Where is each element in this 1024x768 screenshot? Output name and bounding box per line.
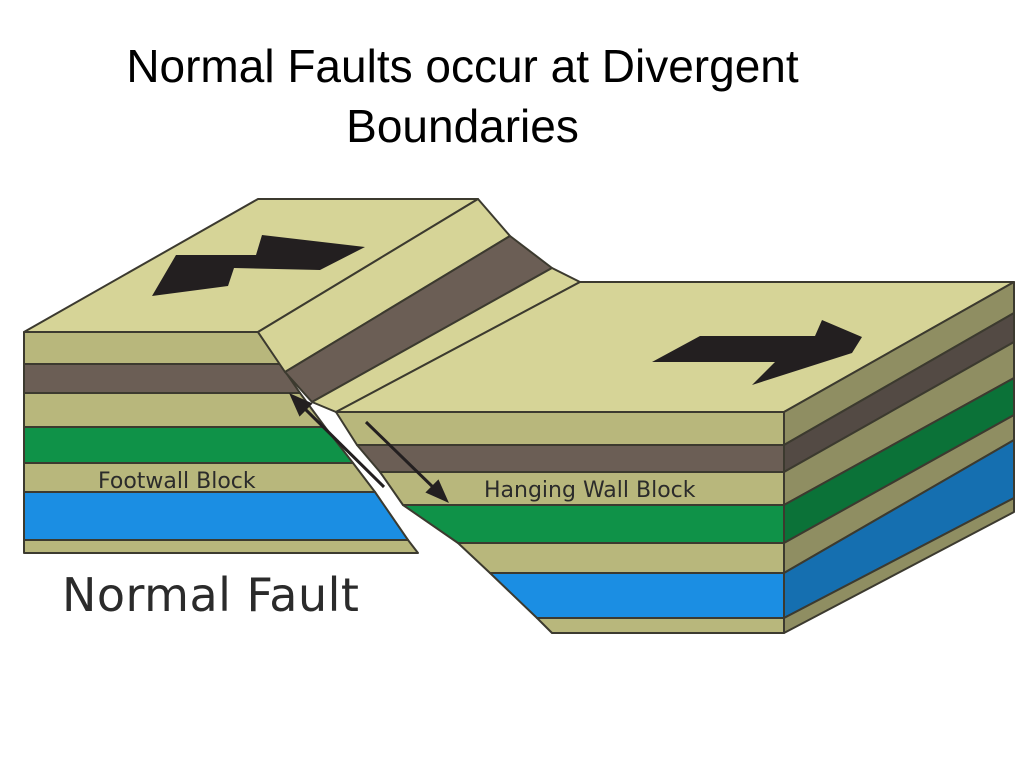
footwall-block-label: Footwall Block (98, 469, 256, 494)
slide-title-line-1: Normal Faults occur at Divergent (126, 40, 799, 92)
slip-arrow-up-line (298, 402, 386, 489)
hanging-layer-tan-4 (536, 617, 785, 634)
motion-arrow-right-icon (652, 320, 862, 385)
hanging-layer-blue (489, 572, 785, 619)
motion-arrow-left-icon (152, 235, 365, 296)
footwall-layer-blue (23, 491, 409, 541)
hanging-layer-gray (356, 444, 785, 473)
slip-arrow-down-icon (425, 479, 449, 503)
slide-title-line-2: Boundaries (346, 100, 579, 152)
hanging-layer-tan-1 (335, 411, 785, 446)
diagram-caption: Normal Fault (62, 568, 360, 622)
slip-arrow-up-icon (289, 393, 313, 417)
footwall-layer-green (23, 426, 354, 464)
footwall-layer-tan-1 (23, 331, 281, 365)
hanging-wall-block-label: Hanging Wall Block (484, 478, 696, 503)
slide-title: Normal Faults occur at Divergent Boundar… (0, 36, 925, 156)
hanging-layer-tan-3 (457, 542, 785, 574)
hanging-wall-side-face (783, 281, 1015, 634)
footwall-layer-tan-4 (23, 539, 419, 554)
footwall-layer-tan-2 (23, 392, 326, 428)
footwall-front-face (23, 331, 419, 554)
hanging-wall-front-face (335, 411, 785, 634)
fault-scarp (257, 198, 581, 413)
footwall-layer-gray (23, 363, 301, 394)
hanging-layer-green (402, 504, 785, 544)
side-layer-tan-4 (783, 497, 1015, 634)
slip-arrow-down-line (364, 420, 440, 494)
